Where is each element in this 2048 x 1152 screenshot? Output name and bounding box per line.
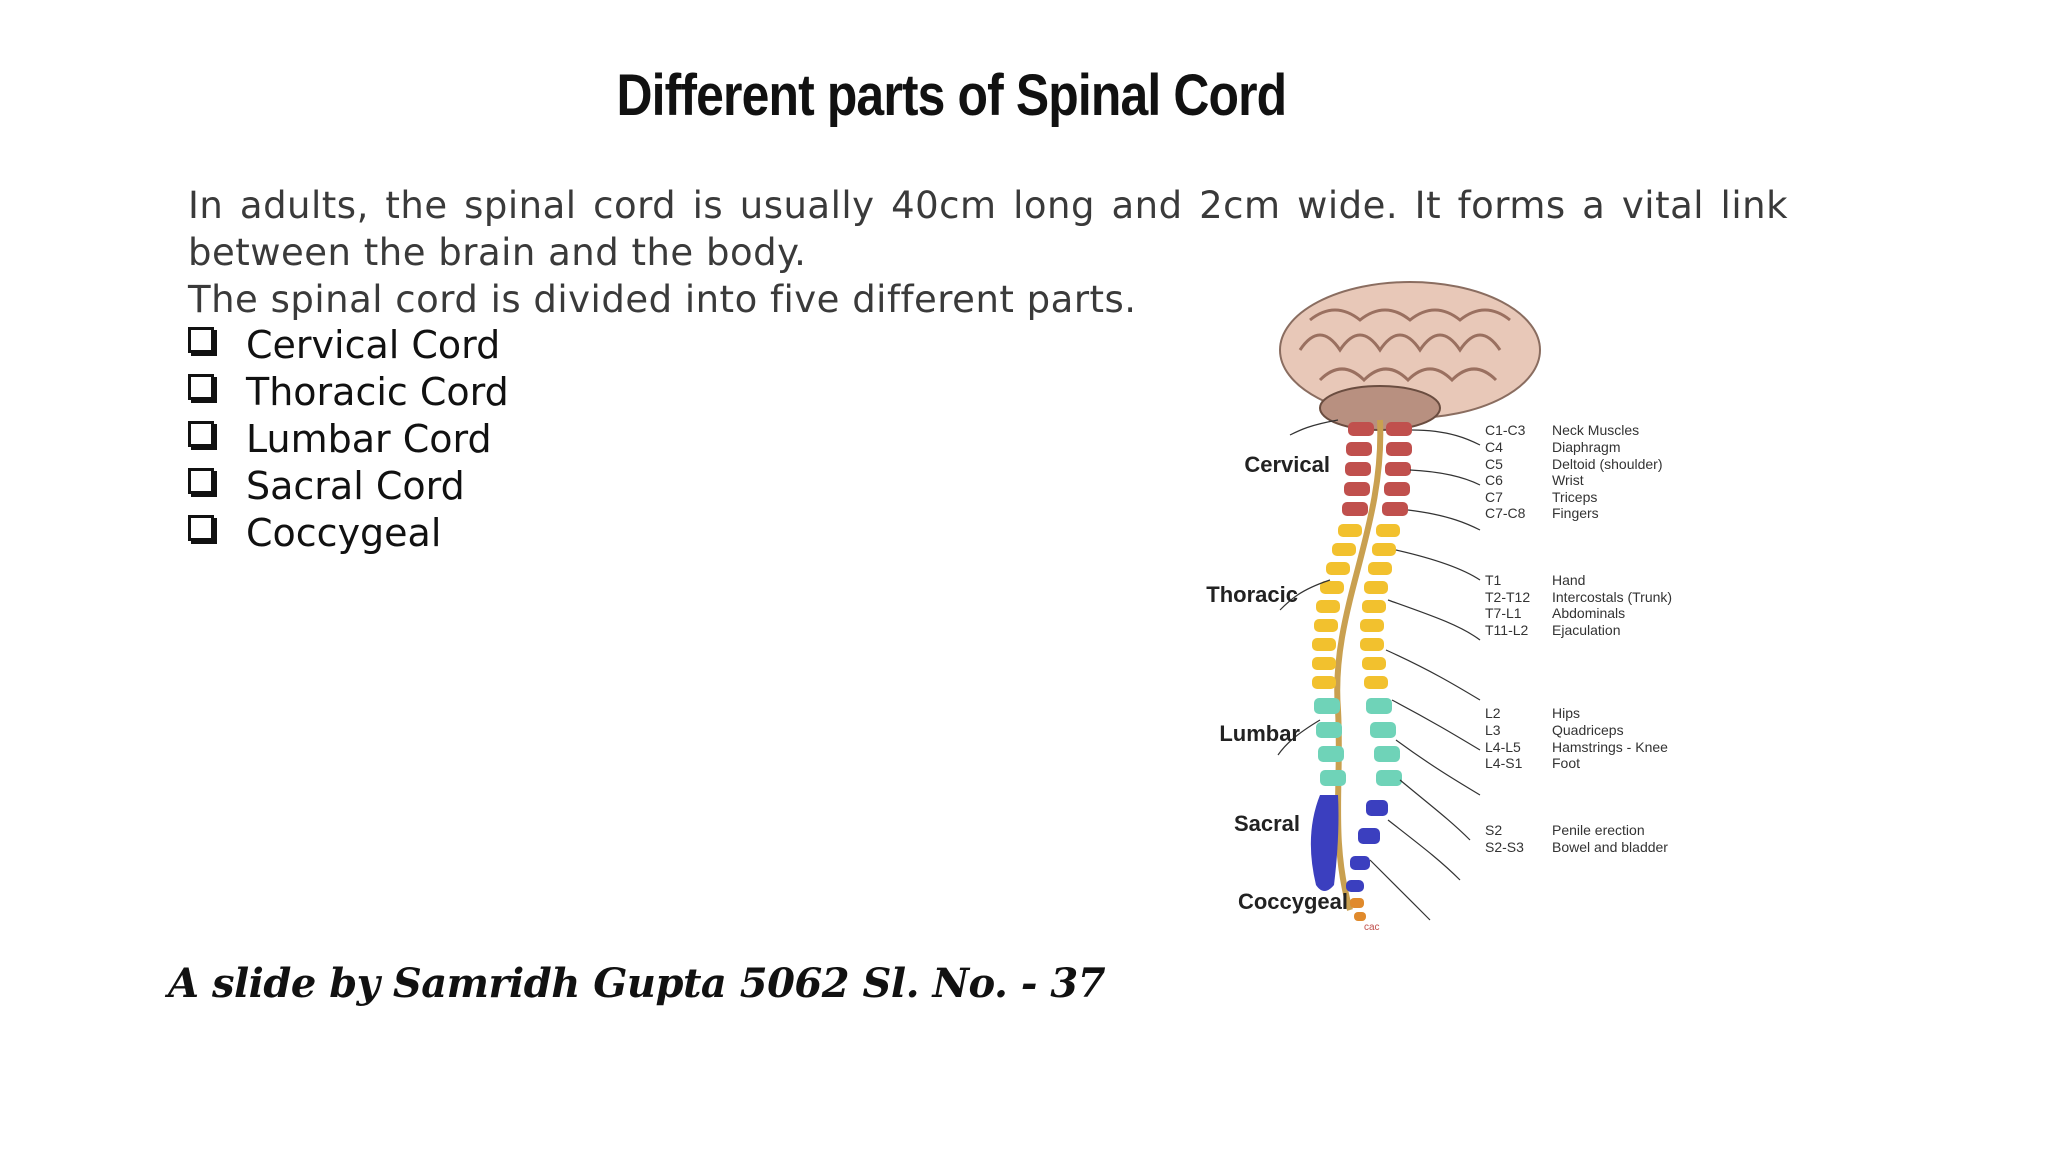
function-label: Hamstrings - Knee (1552, 739, 1668, 755)
brain-illustration (1279, 281, 1541, 431)
segment-label: L3 (1485, 722, 1501, 738)
slide-title: Different parts of Spinal Cord (616, 63, 1287, 128)
function-label: Hand (1552, 572, 1585, 588)
segment-label: C7-C8 (1485, 505, 1526, 521)
function-label: Quadriceps (1552, 722, 1624, 738)
cervical-vertebrae (1342, 422, 1412, 516)
segment-label: L4-S1 (1485, 755, 1523, 771)
segment-label: T1 (1485, 572, 1502, 588)
function-label: Penile erection (1552, 822, 1645, 838)
function-label: Hips (1552, 705, 1580, 721)
segment-label: L4-L5 (1485, 739, 1521, 755)
list-item: Cervical Cord (188, 322, 509, 369)
intro-text: In adults, the spinal cord is usually 40… (188, 182, 1788, 323)
spinal-nerves (1277, 419, 1481, 921)
region-label-coccygeal: Coccygeal (1238, 889, 1348, 914)
list-item: Thoracic Cord (188, 369, 509, 416)
intro-line-1: In adults, the spinal cord is usually 40… (188, 184, 1788, 274)
function-label: Deltoid (shoulder) (1552, 456, 1663, 472)
artist-signature: cac (1364, 922, 1380, 930)
function-label: Neck Muscles (1552, 422, 1639, 438)
checkbox-bullet-icon (188, 467, 214, 494)
list-item-label: Sacral Cord (246, 464, 465, 508)
region-label-sacral: Sacral (1234, 811, 1300, 836)
sacral-vertebrae (1310, 795, 1388, 892)
coccygeal-vertebrae (1350, 898, 1366, 921)
segment-label: C4 (1485, 439, 1503, 455)
checkbox-bullet-icon (188, 326, 214, 353)
segment-label: C5 (1485, 456, 1503, 472)
function-label: Intercostals (Trunk) (1552, 589, 1672, 605)
region-label-thoracic: Thoracic (1206, 582, 1298, 607)
function-label: Abdominals (1552, 605, 1625, 621)
segment-label: T7-L1 (1485, 605, 1522, 621)
function-label: Foot (1552, 755, 1580, 771)
list-item-label: Lumbar Cord (246, 417, 492, 461)
function-label: Ejaculation (1552, 622, 1621, 638)
segment-label: S2-S3 (1485, 839, 1524, 855)
list-item-label: Coccygeal (246, 511, 442, 555)
region-label-lumbar: Lumbar (1219, 721, 1300, 746)
segment-label: T11-L2 (1485, 622, 1529, 638)
parts-list: Cervical Cord Thoracic Cord Lumbar Cord … (188, 322, 509, 557)
intro-line-2: The spinal cord is divided into five dif… (188, 278, 1137, 321)
lumbar-vertebrae (1314, 698, 1402, 786)
checkbox-bullet-icon (188, 420, 214, 447)
checkbox-bullet-icon (188, 514, 214, 541)
segment-label: L2 (1485, 705, 1501, 721)
thoracic-vertebrae (1312, 524, 1400, 689)
list-item: Lumbar Cord (188, 416, 509, 463)
segment-label: T2-T12 (1485, 589, 1530, 605)
function-label: Fingers (1552, 505, 1599, 521)
function-label: Triceps (1552, 489, 1597, 505)
function-label: Bowel and bladder (1552, 839, 1668, 855)
list-item: Sacral Cord (188, 463, 509, 510)
region-label-cervical: Cervical (1244, 452, 1330, 477)
segment-label: C7 (1485, 489, 1503, 505)
function-label: Wrist (1552, 472, 1584, 488)
segment-label: S2 (1485, 822, 1502, 838)
segment-label: C6 (1485, 472, 1503, 488)
slide-credit: A slide by Samridh Gupta 5062 Sl. No. - … (168, 960, 1106, 1007)
segment-label: C1-C3 (1485, 422, 1526, 438)
list-item-label: Cervical Cord (246, 323, 501, 367)
list-item: Coccygeal (188, 510, 509, 557)
checkbox-bullet-icon (188, 373, 214, 400)
list-item-label: Thoracic Cord (246, 370, 509, 414)
spinal-cord-diagram: cac Cervical Thoracic Lumbar Sacral Cocc… (1206, 281, 1672, 930)
function-label: Diaphragm (1552, 439, 1620, 455)
